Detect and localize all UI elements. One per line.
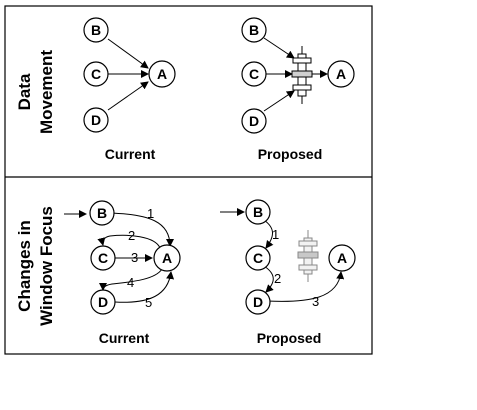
node-d: D: [245, 289, 271, 315]
data-movement-current-panel: B C D A Current: [83, 17, 176, 162]
svg-text:C: C: [91, 66, 101, 82]
node-b: B: [241, 17, 267, 43]
edge-5: [114, 271, 175, 303]
edge-d-to-a: [107, 81, 149, 111]
svg-text:A: A: [157, 66, 167, 82]
svg-text:A: A: [336, 66, 346, 82]
edge-3: [266, 271, 345, 302]
node-c: C: [83, 61, 109, 87]
edge-b-to-a: [107, 38, 149, 69]
node-d: D: [83, 107, 109, 133]
data-movement-proposed-panel: B C D A Proposed: [241, 17, 355, 162]
node-d: D: [241, 108, 267, 134]
svg-text:B: B: [97, 205, 107, 221]
edge-1: [107, 212, 174, 247]
node-a: A: [148, 60, 176, 88]
node-d: D: [90, 289, 116, 315]
hub-icon: [291, 46, 313, 104]
svg-text:A: A: [337, 250, 347, 266]
caption-proposed: Proposed: [258, 146, 323, 162]
svg-text:B: B: [249, 22, 259, 38]
hub-icon: [297, 230, 319, 282]
svg-text:A: A: [162, 250, 172, 266]
window-focus-current-panel: 1 2 3 4 5 B C D A Current: [64, 200, 181, 346]
node-a: A: [153, 244, 181, 272]
node-b: B: [89, 200, 115, 226]
caption-current: Current: [105, 146, 156, 162]
node-c: C: [90, 245, 116, 271]
row1-label-line1: Data: [15, 73, 34, 110]
node-b: B: [245, 199, 271, 225]
edge-label-1: 1: [147, 206, 154, 221]
caption-current: Current: [99, 330, 150, 346]
svg-text:C: C: [98, 250, 108, 266]
edge-4: [99, 268, 163, 291]
edge-label-5: 5: [145, 295, 152, 310]
edge-label-1: 1: [272, 227, 279, 242]
node-a: A: [328, 244, 356, 272]
edge-label-3: 3: [312, 294, 319, 309]
svg-text:D: D: [98, 294, 108, 310]
window-focus-proposed-panel: 1 2 3 B C D A Proposed: [220, 199, 356, 346]
edge-label-2: 2: [128, 228, 135, 243]
node-b: B: [83, 17, 109, 43]
edge-2: [97, 234, 161, 249]
svg-text:D: D: [249, 113, 259, 129]
edge-label-4: 4: [127, 275, 134, 290]
svg-text:B: B: [91, 22, 101, 38]
figure-frame: [4, 5, 373, 355]
svg-text:C: C: [249, 66, 259, 82]
node-a: A: [327, 60, 355, 88]
row2-label-line2: Window Focus: [37, 206, 56, 326]
svg-text:D: D: [253, 294, 263, 310]
caption-proposed: Proposed: [257, 330, 322, 346]
edge-b-to-hub: [263, 37, 295, 59]
edge-label-3: 3: [131, 250, 138, 265]
edge-d-to-hub: [263, 90, 295, 112]
row2-label-line1: Changes in: [15, 220, 34, 312]
edge-1: [263, 219, 274, 249]
svg-text:D: D: [91, 112, 101, 128]
svg-text:B: B: [253, 204, 263, 220]
row1-label-line2: Movement: [37, 50, 56, 134]
edge-label-2: 2: [274, 271, 281, 286]
node-c: C: [245, 245, 271, 271]
node-c: C: [241, 61, 267, 87]
svg-text:C: C: [253, 250, 263, 266]
edge-2: [263, 265, 274, 293]
